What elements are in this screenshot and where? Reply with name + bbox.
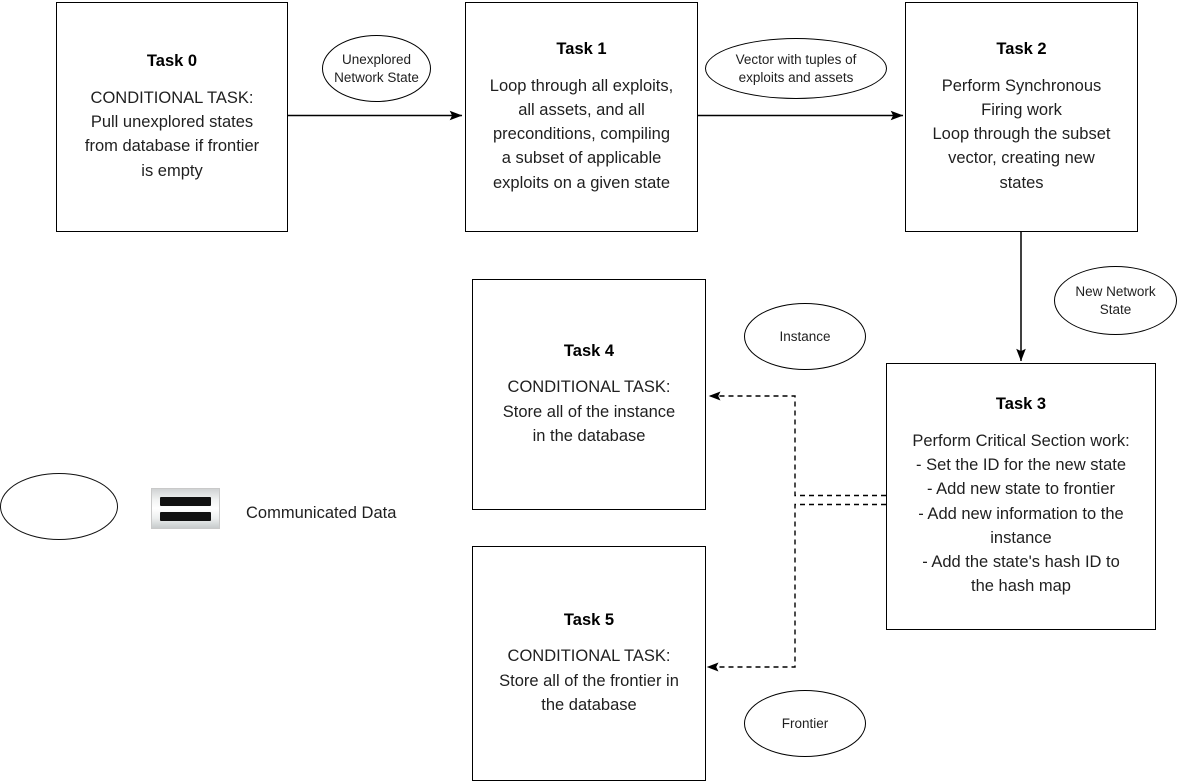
task-node-task-5[interactable]: Task 5 CONDITIONAL TASK: Store all of th… bbox=[472, 546, 706, 781]
edge-task3-to-task4 bbox=[708, 391, 886, 497]
task-5-title: Task 5 bbox=[563, 610, 615, 629]
task-4-title: Task 4 bbox=[563, 341, 615, 360]
data-label-vector-tuples[interactable]: Vector with tuples of exploits and asset… bbox=[705, 38, 887, 99]
equals-bar-top bbox=[160, 496, 211, 506]
task-4-body: CONDITIONAL TASK: Store all of the insta… bbox=[502, 378, 676, 445]
task-3-body: Perform Critical Section work: - Set the… bbox=[912, 431, 1130, 596]
data-label-frontier[interactable]: Frontier bbox=[744, 690, 866, 757]
task-0-title: Task 0 bbox=[146, 52, 198, 71]
data-label-new-network-state[interactable]: New Network State bbox=[1054, 266, 1177, 335]
data-label-unexplored-network-state[interactable]: Unexplored Network State bbox=[322, 35, 431, 102]
task-2-body: Perform Synchronous Firing work Loop thr… bbox=[932, 76, 1111, 192]
task-1-body: Loop through all exploits, all assets, a… bbox=[489, 76, 674, 192]
task-node-task-2[interactable]: Task 2 Perform Synchronous Firing work L… bbox=[905, 2, 1138, 232]
edge-task3-to-task5 bbox=[706, 503, 886, 672]
data-label-instance[interactable]: Instance bbox=[744, 303, 866, 370]
task-5-body: CONDITIONAL TASK: Store all of the front… bbox=[499, 647, 679, 714]
task-2-title: Task 2 bbox=[996, 40, 1047, 59]
task-3-title: Task 3 bbox=[995, 395, 1047, 414]
legend-ellipse-icon bbox=[0, 473, 118, 540]
equals-sign-icon bbox=[151, 488, 220, 529]
equals-bar-bottom bbox=[160, 511, 211, 521]
task-node-task-3[interactable]: Task 3 Perform Critical Section work: - … bbox=[886, 363, 1156, 630]
task-node-task-0[interactable]: Task 0 CONDITIONAL TASK: Pull unexplored… bbox=[56, 2, 288, 232]
task-1-title: Task 1 bbox=[556, 40, 607, 59]
legend-label-communicated-data: Communicated Data bbox=[246, 504, 397, 522]
task-node-task-1[interactable]: Task 1 Loop through all exploits, all as… bbox=[465, 2, 698, 232]
task-0-body: CONDITIONAL TASK: Pull unexplored states… bbox=[84, 88, 260, 180]
task-node-task-4[interactable]: Task 4 CONDITIONAL TASK: Store all of th… bbox=[472, 279, 706, 510]
